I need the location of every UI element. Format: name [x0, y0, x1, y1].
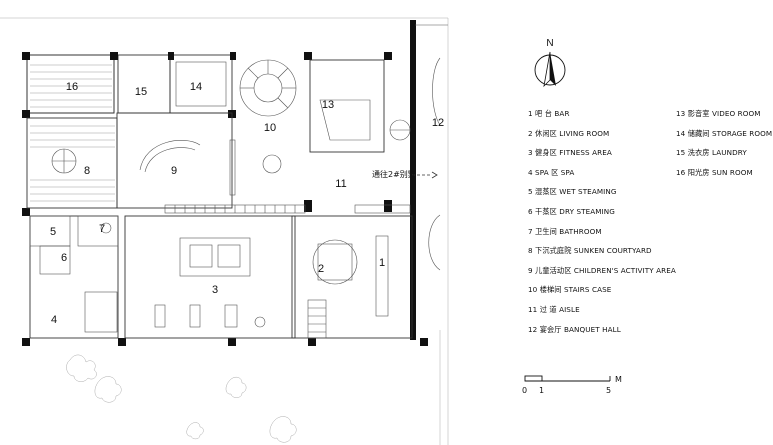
legend-item: 11 过 道 AISLE: [528, 305, 580, 314]
legend-item: 15 洗衣房 LAUNDRY: [676, 148, 747, 158]
legend-item: 10 楼梯间 STAIRS CASE: [528, 285, 612, 295]
landscape-shrubs: [66, 354, 297, 443]
legend-item: 14 储藏间 STORAGE ROOM: [676, 128, 773, 138]
room-1-label: 1: [379, 257, 385, 269]
room-3-label: 3: [212, 284, 218, 296]
room-7-label: 7: [99, 223, 105, 235]
legend-item: 13 影音室 VIDEO ROOM: [676, 109, 761, 118]
legend-item: 3 健身区 FITNESS AREA: [528, 148, 612, 158]
legend-item: 8 下沉式庭院 SUNKEN COURTYARD: [528, 246, 652, 256]
room-8-label: 8: [84, 165, 90, 177]
legend-item: 16 阳光房 SUN ROOM: [676, 167, 753, 177]
room-11-label: 11: [335, 178, 346, 190]
room-5-label: 5: [50, 226, 56, 238]
sunroom-hatch: [30, 64, 112, 108]
north-arrow: N: [534, 38, 566, 88]
legend-item: 5 湿蒸区 WET STEAMING: [528, 187, 617, 197]
room-6-label: 6: [61, 252, 67, 264]
north-label: N: [546, 38, 553, 49]
legend-item: 4 SPA 区 SPA: [528, 167, 575, 177]
legend-item: 6 干蒸区 DRY STEAMING: [528, 207, 615, 216]
scale-bar: M 0 1 5: [522, 375, 622, 395]
room-4-label: 4: [51, 314, 57, 326]
scale-tick-5: 5: [606, 386, 611, 395]
room-16-label: 16: [66, 81, 78, 93]
annotation-villa-2: 通往2#别墅: [372, 169, 416, 179]
room-12-label: 12: [432, 117, 444, 129]
legend-item: 12 宴会厅 BANQUET HALL: [528, 324, 621, 334]
room-13-label: 13: [322, 99, 334, 111]
legend-item: 1 吧 台 BAR: [528, 109, 570, 118]
room-10-label: 10: [264, 122, 276, 134]
room-14-label: 14: [190, 81, 202, 93]
legend-item: 9 儿童活动区 CHILDREN'S ACTIVITY AREA: [528, 265, 676, 275]
room-9-label: 9: [171, 165, 177, 177]
room-2-label: 2: [318, 263, 324, 275]
scale-tick-0: 0: [522, 386, 527, 395]
legend-item: 2 休闲区 LIVING ROOM: [528, 128, 610, 138]
room-15-label: 15: [135, 86, 147, 98]
scale-tick-1: 1: [539, 386, 544, 395]
legend-item: 7 卫生间 BATHROOM: [528, 226, 602, 236]
scale-unit: M: [615, 375, 622, 384]
